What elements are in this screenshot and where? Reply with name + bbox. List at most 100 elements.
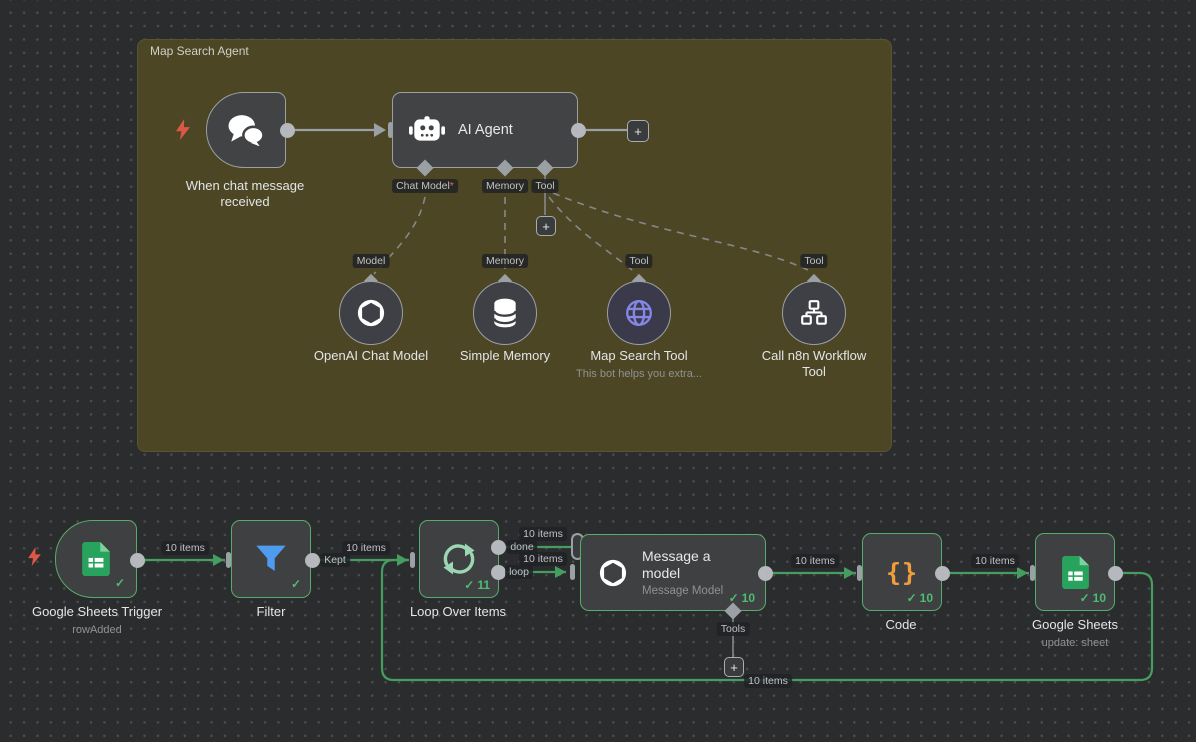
add-tool-button-message-model[interactable]: + — [724, 657, 744, 677]
status-success-sheets-trigger: ✓ — [115, 576, 125, 590]
sitemap-icon — [801, 300, 827, 325]
node-label-loop: Loop Over Items — [409, 604, 507, 619]
connection-label-items-3: 10 items — [791, 554, 839, 568]
arrow-google-sheets-input — [1017, 567, 1028, 579]
node-subtitle-map-search-tool: This bot helps you extra... — [576, 368, 702, 380]
database-icon — [493, 298, 517, 328]
code-braces-icon: {} — [885, 557, 919, 587]
arrow-filter-input — [213, 554, 224, 566]
items-count: 10 — [1092, 591, 1106, 605]
openai-logo-icon — [599, 559, 627, 586]
connection-label-items-4: 10 items — [971, 554, 1019, 568]
node-code[interactable]: {} ✓10 — [862, 533, 942, 611]
check-icon: ✓ — [464, 578, 475, 592]
node-message-a-model[interactable]: Message a model Message Model ✓10 — [580, 534, 766, 611]
node-title-ai-agent: AI Agent — [458, 122, 513, 138]
items-count: 11 — [477, 578, 490, 592]
node-label-sheets-trigger: Google Sheets Trigger — [31, 604, 163, 619]
output-endpoint-chat-trigger[interactable] — [279, 122, 295, 138]
node-subtitle-message-model: Message Model — [642, 585, 724, 597]
input-endpoint-code[interactable] — [857, 565, 862, 581]
connection-label-items-loop: 10 items — [519, 552, 567, 566]
node-when-chat-message-received[interactable] — [206, 92, 286, 168]
status-success-google-sheets: ✓10 — [1080, 591, 1106, 605]
status-success-filter: ✓ — [291, 577, 301, 591]
execute-bolt-icon-2[interactable] — [28, 547, 41, 566]
node-label-google-sheets: Google Sheets — [1031, 617, 1119, 632]
output-label-loop: loop — [505, 565, 533, 579]
output-endpoint-loop-done[interactable] — [490, 539, 506, 555]
output-endpoint-code[interactable] — [934, 565, 950, 581]
node-label-filter: Filter — [256, 604, 286, 619]
port-label-tools: Tools — [716, 622, 750, 636]
status-success-code: ✓10 — [907, 591, 933, 605]
google-sheets-icon — [82, 542, 110, 576]
subport-label-tool-2: Tool — [800, 254, 828, 268]
node-loop-over-items[interactable]: ✓11 — [419, 520, 499, 598]
node-map-search-tool[interactable] — [607, 281, 671, 345]
port-label-chat-model: Chat Model* — [392, 179, 458, 193]
node-label-n8n-workflow-tool: Call n8n Workflow Tool — [761, 348, 867, 379]
openai-logo-icon — [357, 299, 385, 327]
items-count: 10 — [919, 591, 933, 605]
connection-label-items-1: 10 items — [161, 541, 209, 555]
port-label-memory: Memory — [482, 179, 528, 193]
subport-label-tool-1: Tool — [625, 254, 653, 268]
node-label-simple-memory: Simple Memory — [459, 348, 551, 363]
node-title-message-model: Message a model — [642, 548, 711, 581]
node-google-sheets[interactable]: ✓10 — [1035, 533, 1115, 611]
node-subtitle-sheets-trigger: rowAdded — [72, 624, 122, 636]
chat-bubbles-icon — [228, 115, 264, 146]
node-label-code: Code — [885, 617, 917, 632]
input-endpoint-google-sheets[interactable] — [1030, 565, 1035, 581]
check-icon: ✓ — [1079, 591, 1090, 605]
subport-label-memory: Memory — [482, 254, 528, 268]
node-subtitle-google-sheets: update: sheet — [1041, 637, 1109, 649]
status-success-loop: ✓11 — [464, 578, 490, 592]
loop-icon — [443, 543, 475, 575]
output-endpoint-filter[interactable] — [304, 552, 320, 568]
input-endpoint-ai-agent[interactable] — [388, 122, 393, 138]
status-success-message-model: ✓10 — [729, 591, 755, 605]
input-endpoint-message-model[interactable] — [570, 564, 575, 580]
arrow-code-input — [844, 567, 855, 579]
node-filter[interactable]: ✓ — [231, 520, 311, 598]
output-endpoint-ai-agent[interactable] — [570, 122, 586, 138]
input-endpoint-filter[interactable] — [226, 552, 231, 568]
subport-label-model: Model — [352, 254, 390, 268]
node-google-sheets-trigger[interactable]: ✓ — [55, 520, 137, 598]
globe-icon — [626, 300, 652, 326]
output-endpoint-loop-loop[interactable] — [490, 564, 506, 580]
node-simple-memory[interactable] — [473, 281, 537, 345]
output-endpoint-google-sheets[interactable] — [1107, 565, 1123, 581]
output-label-kept: Kept — [320, 553, 350, 567]
node-openai-chat-model[interactable] — [339, 281, 403, 345]
required-marker: * — [449, 180, 454, 192]
items-count: 10 — [741, 591, 755, 605]
node-label-map-search-tool: Map Search Tool — [590, 348, 688, 363]
check-icon: ✓ — [728, 591, 739, 605]
robot-icon — [409, 116, 445, 141]
connection-label-items-loopback: 10 items — [744, 674, 792, 688]
node-call-n8n-workflow-tool[interactable] — [782, 281, 846, 345]
add-node-button-after-ai-agent[interactable]: + — [627, 120, 649, 142]
execute-bolt-icon[interactable] — [176, 119, 190, 140]
output-endpoint-message-model[interactable] — [757, 565, 773, 581]
google-sheets-icon — [1061, 555, 1089, 589]
check-icon: ✓ — [114, 576, 125, 590]
port-label-tool: Tool — [531, 179, 559, 193]
check-icon: ✓ — [906, 591, 917, 605]
group-title: Map Search Agent — [150, 44, 249, 58]
output-label-done: done — [506, 540, 538, 554]
arrow-message-model-input — [555, 566, 566, 578]
node-ai-agent[interactable]: AI Agent — [392, 92, 578, 168]
input-endpoint-loop[interactable] — [410, 552, 415, 568]
node-label-chat-trigger: When chat message received — [185, 178, 305, 209]
output-endpoint-sheets-trigger[interactable] — [129, 552, 145, 568]
connection-label-items-2: 10 items — [342, 541, 390, 555]
filter-funnel-icon — [256, 545, 286, 571]
node-label-openai-model: OpenAI Chat Model — [313, 348, 429, 363]
add-tool-button[interactable]: + — [536, 216, 556, 236]
arrow-loop-input — [397, 554, 408, 566]
